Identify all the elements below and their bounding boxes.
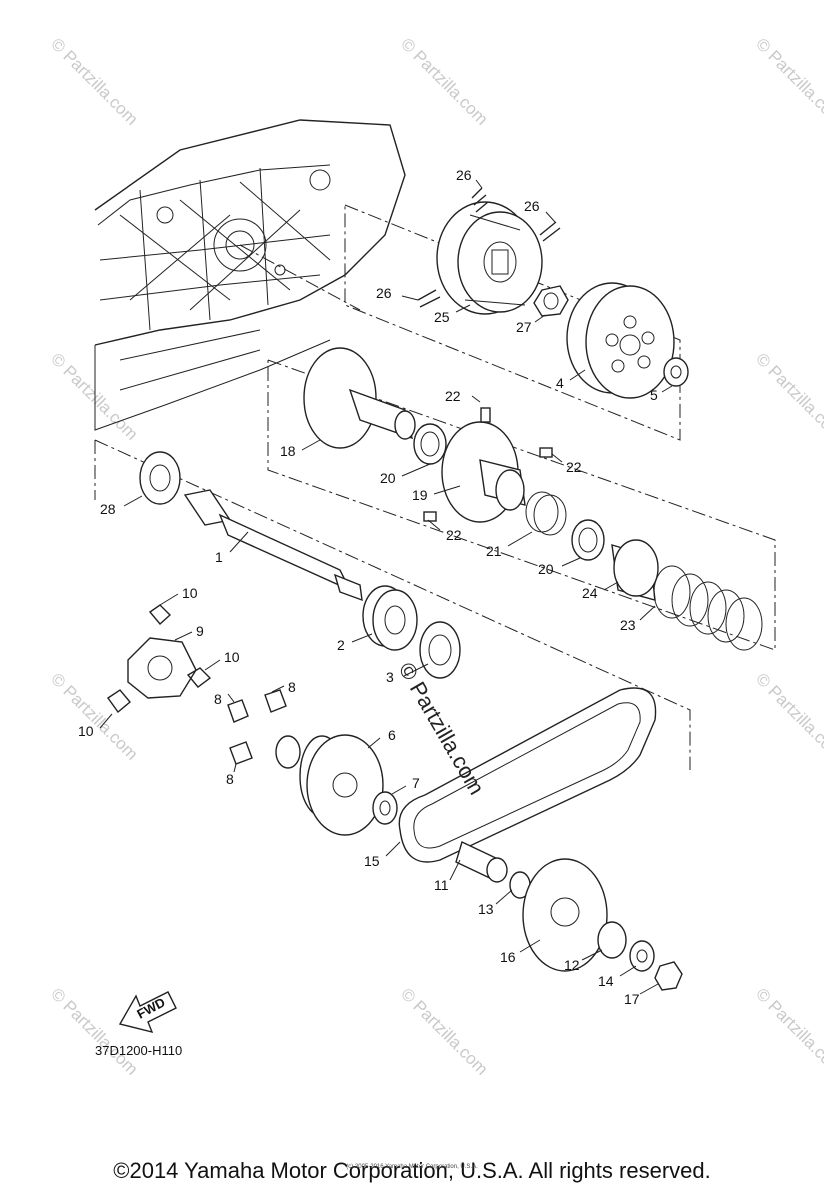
leader-lines <box>99 179 673 995</box>
watermark-main: © Partzilla.com <box>394 658 490 799</box>
callout-23: 23 <box>620 617 636 633</box>
callout-13: 13 <box>478 901 494 917</box>
callout-26: 26 <box>456 167 472 183</box>
oil-seal-3 <box>419 621 461 679</box>
drawing-code: 37D1200-H110 <box>95 1043 182 1058</box>
callout-22: 22 <box>566 459 582 475</box>
callout-5: 5 <box>650 387 658 403</box>
callout-18: 18 <box>280 443 296 459</box>
shaft-1 <box>183 489 363 602</box>
bearing-28 <box>139 451 181 505</box>
callout-19: 19 <box>412 487 428 503</box>
callout-20: 20 <box>380 470 396 486</box>
clutch-carrier-assembly <box>417 187 561 315</box>
callout-17: 17 <box>624 991 640 1007</box>
washers <box>275 735 531 899</box>
oil-seal-20-upper <box>413 423 447 465</box>
callout-4: 4 <box>556 375 564 391</box>
clutch-housing-4 <box>566 282 675 399</box>
callout-11: 11 <box>434 877 449 893</box>
callout-27: 27 <box>516 319 532 335</box>
watermark-tile: © Partzilla.com <box>47 669 141 763</box>
watermark-tile: © Partzilla.com <box>752 669 824 763</box>
callout-10: 10 <box>78 723 94 739</box>
sliding-sheave-19 <box>423 407 553 523</box>
callout-9: 9 <box>196 623 204 639</box>
v-belt-15 <box>398 687 657 863</box>
callout-12: 12 <box>564 957 580 973</box>
watermark-tile: © Partzilla.com <box>397 984 491 1078</box>
callout-8: 8 <box>226 771 234 787</box>
watermark-tile: © Partzilla.com <box>752 34 824 128</box>
callout-10: 10 <box>182 585 198 601</box>
spring-seat-24 <box>611 539 659 601</box>
callout-2: 2 <box>337 637 345 653</box>
hub-parts <box>597 921 683 991</box>
bearing-2 <box>362 585 418 651</box>
callout-1: 1 <box>215 549 223 565</box>
primary-sheave-6 <box>299 734 384 836</box>
watermark-tile: © Partzilla.com <box>397 34 491 128</box>
sliders-10 <box>107 604 212 714</box>
watermark-tile: © Partzilla.com <box>47 349 141 443</box>
callout-14: 14 <box>598 973 614 989</box>
o-rings-21 <box>525 491 567 536</box>
callout-25: 25 <box>434 309 450 325</box>
callout-26: 26 <box>524 198 540 214</box>
callout-20: 20 <box>538 561 554 577</box>
callout-7: 7 <box>412 775 420 791</box>
crankcase-outline <box>94 119 406 431</box>
weights-8 <box>227 689 287 765</box>
callout-10: 10 <box>224 649 240 665</box>
watermark-tiles: © Partzilla.com © Partzilla.com © Partzi… <box>47 34 824 1078</box>
collar-11 <box>455 841 508 883</box>
copyright-notice: ©2014 Yamaha Motor Corporation, U.S.A. A… <box>113 1158 711 1183</box>
callout-16: 16 <box>500 949 516 965</box>
fwd-arrow-icon: FWD <box>118 991 177 1034</box>
assembly-boundaries <box>94 204 776 770</box>
callout-3: 3 <box>386 669 394 685</box>
callout-26: 26 <box>376 285 392 301</box>
fixed-sheave-16 <box>522 858 608 972</box>
callout-24: 24 <box>582 585 598 601</box>
cam-9 <box>127 637 197 699</box>
callouts: 26 26 26 25 27 4 5 18 22 22 22 20 20 19 … <box>78 167 658 1007</box>
callout-8: 8 <box>214 691 222 707</box>
oil-seal-20-lower <box>571 519 605 561</box>
callout-22: 22 <box>445 388 461 404</box>
secondary-sheave-18 <box>303 347 416 449</box>
callout-21: 21 <box>486 543 502 559</box>
callout-6: 6 <box>388 727 396 743</box>
nut-27 <box>533 285 569 317</box>
callout-28: 28 <box>100 501 116 517</box>
compression-spring-23 <box>653 565 763 651</box>
watermark-tile: © Partzilla.com <box>47 34 141 128</box>
watermark-tile: © Partzilla.com <box>752 984 824 1078</box>
callout-15: 15 <box>364 853 380 869</box>
callout-22: 22 <box>446 527 462 543</box>
watermark-tile: © Partzilla.com <box>47 984 141 1078</box>
nut-5 <box>663 357 689 387</box>
callout-8: 8 <box>288 679 296 695</box>
watermark-tile: © Partzilla.com <box>752 349 824 443</box>
fine-print: (c) 2005-2016 Yamaha Motor Corporation, … <box>346 1164 478 1170</box>
